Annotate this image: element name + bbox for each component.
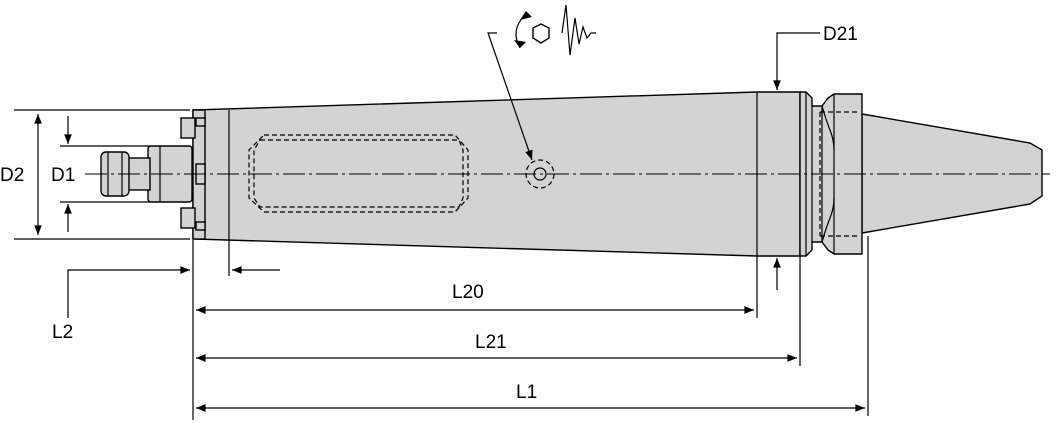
d2-label: D2: [0, 165, 24, 186]
l1-label: L1: [516, 382, 537, 403]
dimension-d2: D2: [0, 109, 190, 240]
drive-key-top: [180, 117, 196, 139]
l21-label: L21: [475, 332, 507, 353]
internal-slot-hidden: [248, 134, 469, 213]
dimension-l21: L21: [196, 332, 798, 362]
d1-label: D1: [51, 165, 75, 186]
drive-key-bottom: [180, 207, 196, 229]
hex-wrench-rotate-icon: [514, 11, 550, 49]
dimension-d21: D21: [773, 24, 858, 290]
dimension-d1: D1: [51, 116, 150, 232]
dimension-l1: L1: [196, 382, 866, 412]
l20-label: L20: [452, 282, 484, 303]
tool-holder-body: [85, 91, 1050, 257]
dimension-l20: L20: [196, 282, 755, 314]
l2-label: L2: [52, 322, 73, 343]
d21-label: D21: [823, 24, 858, 45]
vibration-damping-icon: [561, 4, 596, 56]
dimension-l2: L2: [52, 266, 280, 343]
